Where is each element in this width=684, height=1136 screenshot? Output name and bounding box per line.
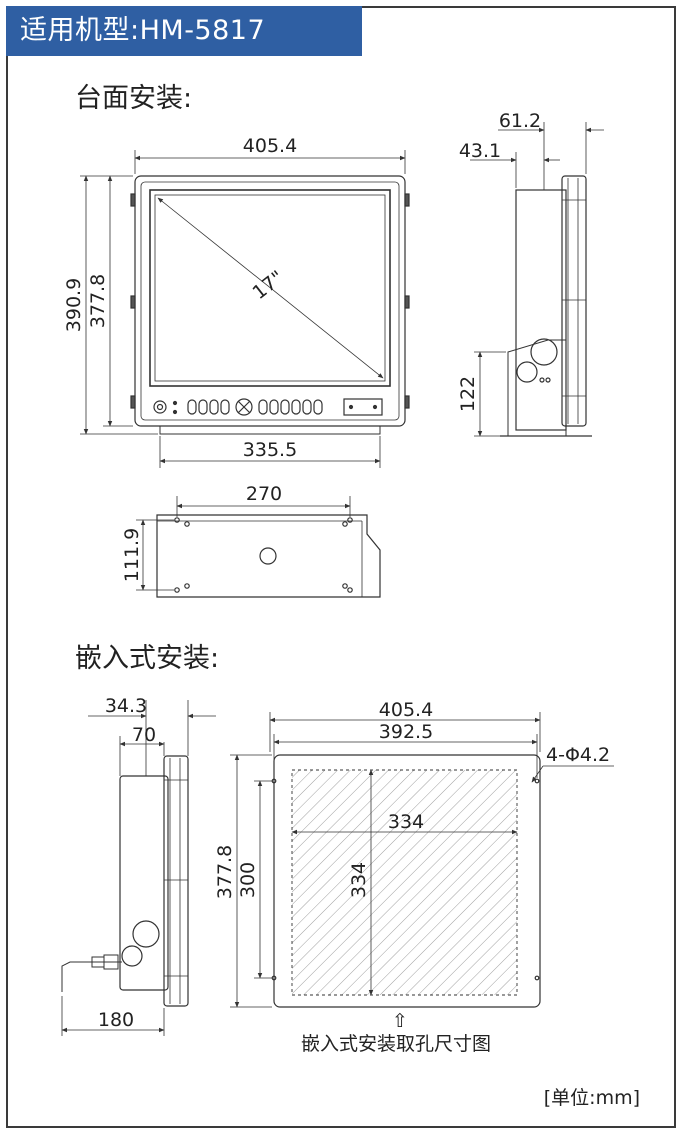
side-view	[500, 175, 592, 437]
cutout-width-outer-label: 405.4	[379, 699, 433, 721]
embed-depth-body-label: 70	[132, 724, 156, 746]
side-depth-body-label: 43.1	[459, 140, 501, 162]
cutout-caption: 嵌入式安装取孔尺寸图	[301, 1033, 491, 1055]
caption-arrow-icon: ⇧	[392, 1010, 408, 1032]
cutout-holes-label: 4-Φ4.2	[546, 744, 610, 766]
front-height-outer-label: 390.9	[63, 278, 85, 332]
section-embed-mount: 嵌入式安装:	[75, 643, 219, 674]
side-depth-total-label: 61.2	[499, 110, 541, 132]
unit-label: [单位:mm]	[544, 1087, 640, 1109]
model-title-banner: 适用机型:HM-5817	[6, 6, 362, 56]
front-view	[130, 175, 410, 435]
cutout-height-outer-label: 377.8	[214, 845, 236, 899]
bracket-height-label: 111.9	[121, 528, 143, 582]
side-bracket-height-label: 122	[457, 376, 479, 412]
cutout-hole-height-label: 300	[237, 862, 259, 898]
side-view-dimensions	[470, 122, 604, 437]
front-width-label: 405.4	[243, 135, 297, 157]
embed-side-view	[61, 755, 189, 1007]
front-view-dimensions	[80, 150, 406, 468]
front-height-inner-label: 377.8	[87, 274, 109, 328]
cutout-dimensions	[230, 712, 614, 1008]
cutout-width-label: 334	[388, 811, 424, 833]
bracket-view-dimensions	[136, 496, 351, 591]
embed-side-dimensions	[61, 700, 216, 1036]
cutout-height-label: 334	[348, 862, 370, 898]
embed-cable-length-label: 180	[98, 1009, 134, 1031]
embed-depth-total-label: 34.3	[105, 695, 147, 717]
bracket-hole-spacing-label: 270	[246, 483, 282, 505]
cutout-view	[271, 754, 541, 1008]
screen-diagonal-label: 17"	[249, 266, 288, 304]
bracket-view	[156, 514, 381, 598]
cutout-width-inner-label: 392.5	[379, 721, 433, 743]
section-desk-mount: 台面安装:	[75, 83, 192, 114]
bracket-width-label: 335.5	[243, 439, 297, 461]
